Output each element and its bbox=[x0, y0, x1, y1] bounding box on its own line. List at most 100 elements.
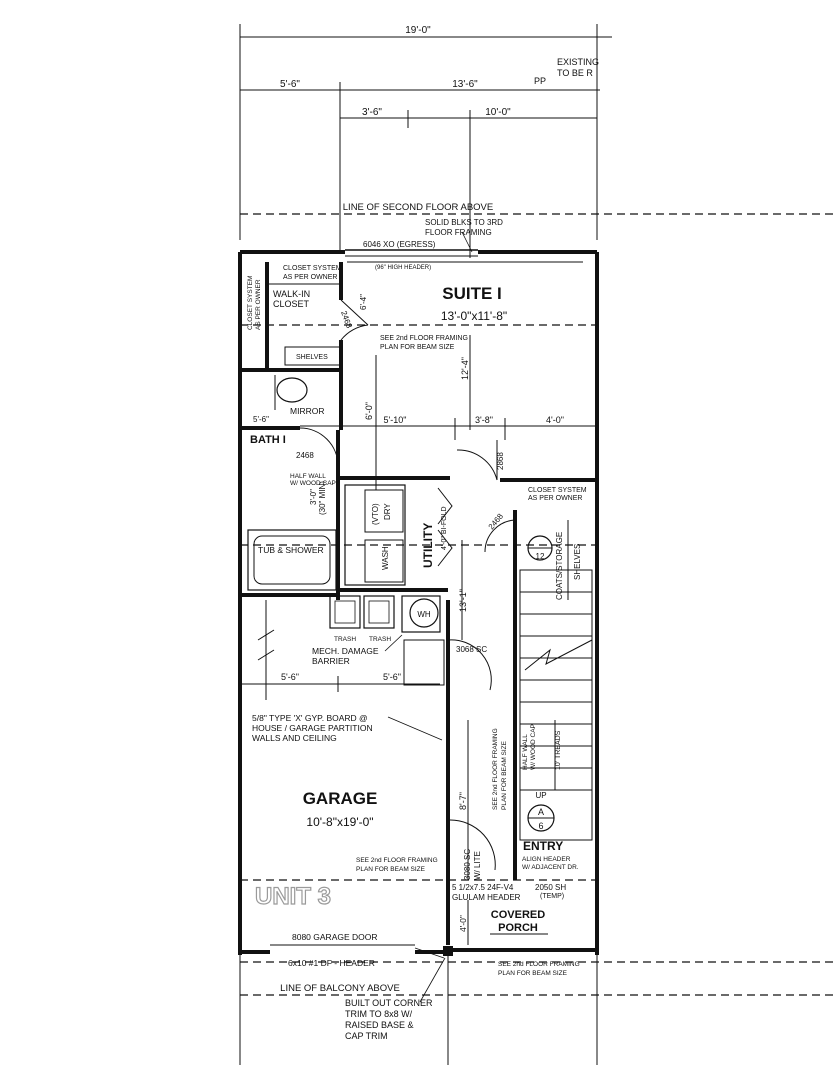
label-door-2050-temp: (TEMP) bbox=[540, 893, 564, 900]
label-door-2468-closet: 2468 bbox=[339, 310, 354, 330]
note-closet-entry: CLOSET SYSTEM bbox=[528, 487, 587, 494]
toilet-icon bbox=[276, 377, 308, 403]
label-walk-in: WALK-IN bbox=[273, 289, 310, 299]
note-closet-entry-2: AS PER OWNER bbox=[528, 495, 582, 502]
note-partition: HOUSE / GARAGE PARTITION bbox=[252, 723, 373, 733]
trash-bin-1 bbox=[329, 595, 361, 629]
label-section-a: A bbox=[538, 807, 544, 817]
dim-left-segment: 5'-6" bbox=[280, 79, 300, 90]
second-floor-lines: LINE OF SECOND FLOOR ABOVE LINE OF BALCO… bbox=[240, 202, 835, 996]
note-corner-4: CAP TRIM bbox=[345, 1031, 388, 1041]
note-closet-side: CLOSET SYSTEM bbox=[247, 276, 254, 330]
dim-porch-vertical: 4'-0" bbox=[458, 915, 468, 932]
bathtub bbox=[247, 529, 337, 591]
note-framing-suite: SEE 2nd FLOOR FRAMING bbox=[380, 335, 468, 342]
room-suite-name: SUITE I bbox=[442, 284, 502, 303]
note-pp: PP bbox=[534, 76, 546, 86]
note-corner-1: BUILT OUT CORNER bbox=[345, 998, 433, 1008]
label-door-2050: 2050 SH bbox=[535, 883, 566, 892]
dim-garage-mid: 5'-6" bbox=[383, 672, 401, 682]
label-wash: WASH bbox=[381, 546, 390, 570]
room-utility: UTILITY bbox=[421, 523, 435, 568]
garage-area: 5'-6" 5'-6" 5/8" TYPE 'X' GYP. BOARD @ H… bbox=[240, 600, 445, 968]
interior-walls bbox=[240, 262, 597, 945]
dim-right-segment: 13'-6" bbox=[452, 79, 478, 90]
room-entry: ENTRY bbox=[523, 839, 563, 853]
note-corner-2: TRIM TO 8x8 W/ bbox=[345, 1009, 413, 1019]
entry-closet: CLOSET SYSTEM AS PER OWNER 2468 12 COATS… bbox=[484, 487, 587, 600]
note-barrier: BARRIER bbox=[312, 656, 350, 666]
dim-bath-vertical: 6'-0" bbox=[364, 402, 374, 420]
dim-row-b: 3'-8" bbox=[475, 415, 493, 425]
top-dimensions: 19'-0" EXISTING TO BE R PP 5'-6" 13'-6" … bbox=[239, 24, 612, 258]
bath-area: MIRROR 5'-6" BATH I 2468 HALF WALL W/ WO… bbox=[247, 375, 339, 591]
dim-row-c: 4'-0" bbox=[546, 415, 564, 425]
room-covered: COVERED bbox=[491, 909, 545, 921]
porch-area: 5 1/2x7.5 24F-V4 GLULAM HEADER 2050 SH (… bbox=[452, 883, 580, 977]
note-header-df: 6x10 #1 DF - HEADER bbox=[288, 958, 375, 968]
label-tub-shower: TUB & SHOWER bbox=[258, 545, 324, 555]
dim-overall-width: 19'-0" bbox=[405, 25, 431, 36]
water-heater-icon bbox=[409, 598, 439, 628]
label-door-3080-lite: W/ LITE bbox=[473, 851, 482, 880]
note-glulam: 5 1/2x7.5 24F-V4 bbox=[452, 883, 514, 892]
note-framing-porch-2: PLAN FOR BEAM SIZE bbox=[498, 970, 568, 977]
dim-mid-b: 10'-0" bbox=[485, 107, 511, 118]
note-high-header: (96" HIGH HEADER) bbox=[375, 265, 431, 271]
note-framing-suite-2: PLAN FOR BEAM SIZE bbox=[380, 344, 455, 351]
note-align-header: ALIGN HEADER bbox=[522, 856, 571, 863]
label-door-3080: 3080 SC bbox=[463, 849, 472, 880]
label-door-2468-entry: 2468 bbox=[487, 511, 506, 531]
note-gyp-board: 5/8" TYPE 'X' GYP. BOARD @ bbox=[252, 713, 368, 723]
utility-area: (VTO) DRY WASH UTILITY 4'-0" BI-FOLD 13'… bbox=[344, 440, 505, 640]
note-framing-garage: SEE 2nd FLOOR FRAMING bbox=[356, 857, 438, 864]
label-door-3068: 3068 SC bbox=[456, 645, 487, 654]
label-vto: (VTO) bbox=[371, 503, 380, 525]
note-glulam-header: GLULAM HEADER bbox=[452, 893, 521, 902]
label-shelves-vertical: SHELVES bbox=[573, 544, 582, 580]
label-door-2868: 2868 bbox=[496, 452, 505, 470]
note-floor-framing: FLOOR FRAMING bbox=[425, 228, 492, 237]
note-framing-entry-2: PLAN FOR BEAM SIZE bbox=[501, 740, 508, 810]
dim-mid-a: 3'-6" bbox=[362, 107, 382, 118]
washer bbox=[364, 539, 404, 583]
note-half-wall-bath: HALF WALL bbox=[290, 473, 326, 480]
note-closet-side-2: AS PER OWNER bbox=[255, 279, 262, 330]
note-framing-porch: SEE 2nd FLOOR FRAMING bbox=[498, 961, 580, 968]
label-coats-storage: COATS/STORAGE bbox=[555, 532, 564, 600]
corner-post bbox=[443, 946, 453, 956]
room-porch: PORCH bbox=[498, 922, 538, 934]
note-framing-entry: SEE 2nd FLOOR FRAMING bbox=[492, 728, 499, 810]
note-closet-system-top: CLOSET SYSTEM bbox=[283, 265, 342, 272]
note-half-wall-bath-2: W/ WOOD CAP bbox=[290, 480, 336, 487]
suite-area: CLOSET SYSTEM AS PER OWNER CLOSET SYSTEM… bbox=[247, 218, 597, 490]
label-dry: DRY bbox=[383, 503, 392, 520]
note-bifold: 4'-0" BI-FOLD bbox=[441, 507, 448, 551]
note-solid-blks: SOLID BLKS TO 3RD bbox=[425, 218, 503, 227]
dryer bbox=[364, 489, 404, 533]
mech-area: TRASH TRASH WH MECH. DAMAGE BARRIER 3068… bbox=[312, 595, 492, 691]
note-framing-garage-2: PLAN FOR BEAM SIZE bbox=[356, 866, 426, 873]
label-wh: WH bbox=[417, 610, 431, 619]
label-section-6: 6 bbox=[538, 821, 543, 831]
note-walls-ceiling: WALLS AND CEILING bbox=[252, 733, 337, 743]
note-half-wall-stair: HALF WALL bbox=[522, 734, 529, 770]
label-door-2468-bath: 2468 bbox=[296, 451, 314, 460]
note-second-floor-line: LINE OF SECOND FLOOR ABOVE bbox=[343, 202, 493, 213]
label-up: UP bbox=[535, 791, 546, 800]
label-treads: 10' TREADS bbox=[555, 730, 562, 770]
dim-suite-vertical: 12'-4" bbox=[460, 357, 470, 380]
dim-utility-vertical: 13'-1" bbox=[458, 589, 468, 612]
label-shelves: SHELVES bbox=[296, 354, 328, 361]
note-to-be-r: TO BE R bbox=[557, 68, 593, 78]
note-align-header-2: W/ ADJACENT DR. bbox=[522, 864, 579, 871]
dim-3-0: 3'-0" bbox=[309, 489, 318, 505]
unit-label: UNIT 3 bbox=[255, 883, 331, 910]
note-half-wall-stair-2: W/ WOOD CAP bbox=[530, 724, 537, 770]
dim-bath-width: 5'-6" bbox=[253, 415, 269, 424]
label-trash-1: TRASH bbox=[334, 636, 356, 643]
note-mech-damage: MECH. DAMAGE bbox=[312, 646, 379, 656]
dim-entry-vertical: 8'-7" bbox=[458, 792, 468, 810]
entry-corridor: SEE 2nd FLOOR FRAMING PLAN FOR BEAM SIZE… bbox=[449, 720, 508, 880]
